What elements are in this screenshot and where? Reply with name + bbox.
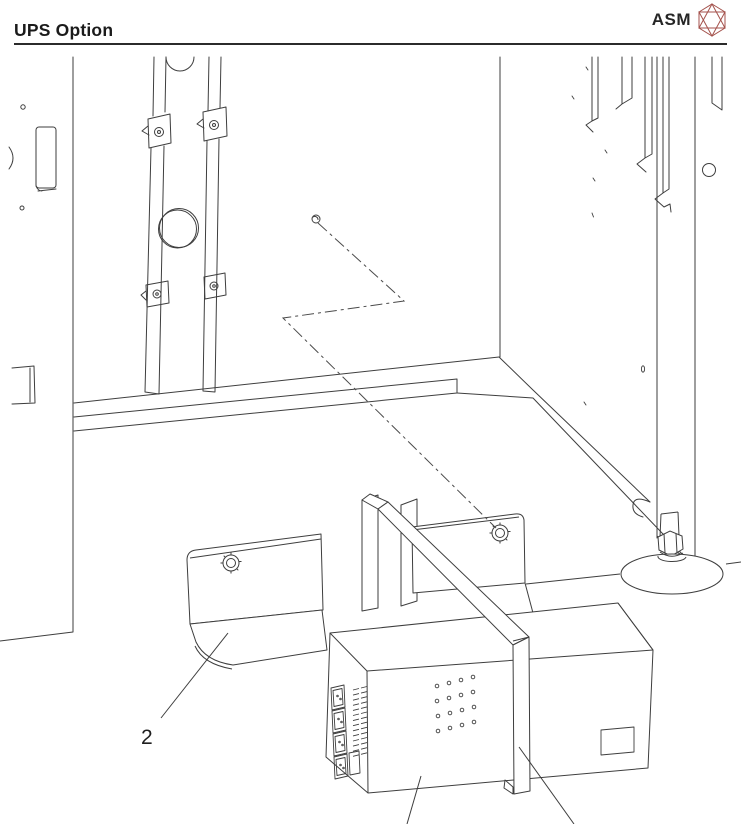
back-wall-base — [73, 356, 500, 404]
ups-unit — [325, 602, 654, 794]
leveling-foot — [620, 511, 724, 595]
ups-leader — [406, 775, 422, 824]
ups-vent-holes — [434, 674, 477, 734]
title-rule — [14, 43, 727, 45]
page-title: UPS Option — [14, 20, 114, 40]
thumbscrew-right — [489, 522, 511, 544]
mounting-bracket — [186, 498, 526, 670]
ups-body — [325, 602, 654, 794]
right-base-edge — [498, 356, 651, 503]
callout-2-leader — [160, 632, 229, 719]
thumbscrew-left — [220, 552, 242, 574]
foot-stem — [659, 511, 680, 538]
strap-vertical-front — [512, 636, 531, 795]
alignment-screw-hole — [311, 214, 321, 224]
wall-hole-top — [165, 56, 195, 72]
plinth-step — [73, 378, 458, 432]
left-wall-notch — [11, 365, 36, 405]
hold-down-strap — [361, 493, 531, 795]
ups-vent-grille — [352, 686, 368, 757]
asm-logo-text: ASM — [651, 10, 691, 29]
bracket-left-flange — [186, 533, 324, 625]
right-wall-brackets — [585, 56, 723, 213]
right-wall-screw-marks — [571, 66, 646, 406]
strap-foot-tab — [503, 779, 514, 795]
screw-dot — [19, 205, 25, 211]
foot-nut — [657, 530, 684, 557]
leader-lines — [160, 632, 575, 824]
right-wall-hole — [702, 163, 716, 177]
bracket-base — [189, 609, 328, 666]
strap-leader — [518, 746, 575, 824]
ups-power-outlets — [330, 684, 349, 780]
screw-dot — [20, 104, 26, 110]
hanging-strap-left — [140, 56, 172, 395]
leg-tab — [632, 498, 651, 518]
alignment-centerline — [281, 222, 497, 529]
ups-side-label — [348, 750, 361, 776]
asm-logo: ASM — [652, 3, 727, 37]
page-header: UPS Option ASM — [0, 0, 741, 50]
ups-front-label — [600, 726, 635, 756]
strap-vertical-blade — [361, 494, 379, 612]
left-wall-arc — [8, 146, 14, 170]
foot-disc — [620, 553, 724, 595]
hanging-strap-right — [196, 56, 228, 393]
callout-2-label: 2 — [141, 726, 153, 749]
left-wall-block — [35, 126, 57, 189]
bracket-right-flange — [411, 513, 526, 594]
left-wall-edge — [0, 56, 74, 642]
asm-hexagon-icon — [698, 3, 726, 37]
machine-frame — [0, 56, 723, 642]
